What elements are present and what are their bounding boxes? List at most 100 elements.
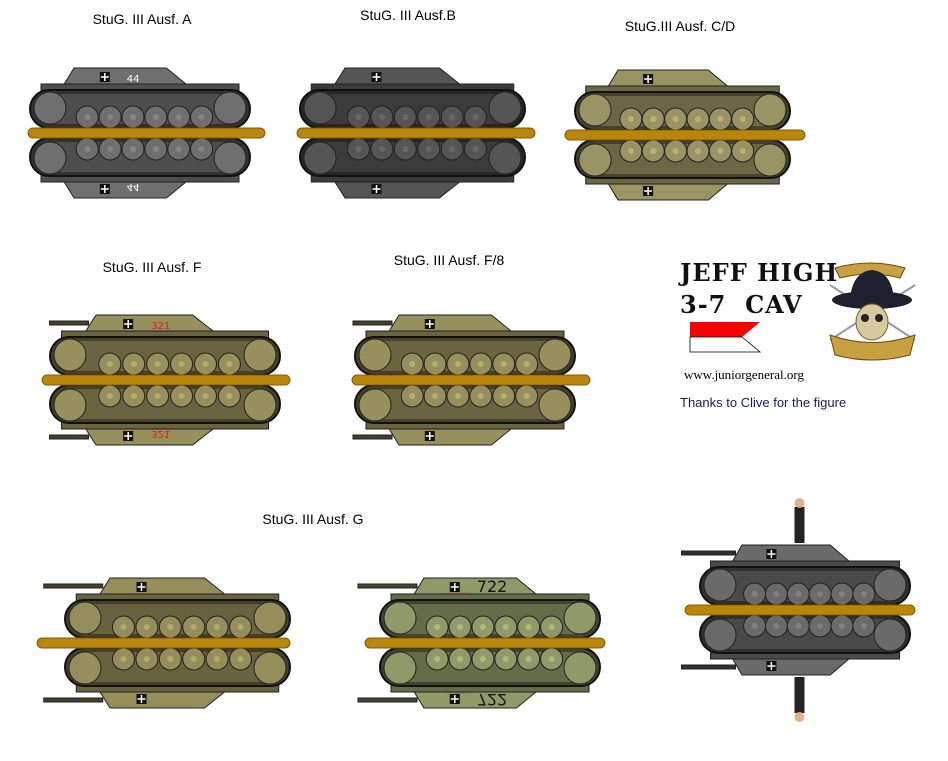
superstructure (730, 656, 853, 676)
idler-wheel (358, 388, 392, 422)
drive-sprocket (488, 141, 522, 175)
drive-sprocket (253, 651, 287, 685)
wheel-hub (454, 393, 461, 399)
gun-barrel (49, 434, 89, 440)
wheel-hub (502, 656, 509, 662)
thanks-text: Thanks to Clive for the figure (680, 395, 847, 410)
idler-wheel (383, 601, 417, 635)
idler-wheel (53, 338, 87, 372)
wheel-hub (479, 656, 486, 662)
wheel-hub (237, 624, 244, 630)
unit-name: 3-7 CAV (680, 290, 803, 319)
model-top-view (681, 498, 911, 606)
idler-wheel (53, 388, 87, 422)
crew-figure-head (794, 712, 805, 722)
wheel-hub (739, 116, 746, 122)
drive-sprocket (243, 338, 277, 372)
wheel-hub (167, 624, 174, 630)
gun-barrel (681, 664, 736, 670)
model-mirrored-view (299, 137, 526, 199)
superstructure (332, 179, 464, 199)
wheel-hub (214, 624, 221, 630)
gun-barrel (357, 583, 418, 589)
wheel-hub (795, 623, 802, 629)
wheel-hub (178, 393, 185, 399)
wheel-hub (237, 656, 244, 662)
wheel-hub (523, 393, 530, 399)
wheel-hub (795, 591, 802, 597)
superstructure (62, 179, 190, 199)
wheel-hub (84, 114, 91, 120)
wheel-hub (202, 361, 209, 367)
gun-barrel (49, 320, 89, 326)
wheel-hub (409, 393, 416, 399)
superstructure (83, 314, 218, 334)
crew-figure (794, 677, 805, 713)
vehicle-number: 44 (127, 181, 140, 192)
wheel-hub (717, 148, 724, 154)
superstructure (387, 314, 515, 334)
superstructure (62, 67, 190, 87)
vehicle-number: 44 (127, 74, 140, 85)
wheel-hub (694, 148, 701, 154)
fold-rod (564, 129, 806, 141)
model-label-g: StuG. III Ausf. G (262, 511, 364, 527)
wheel-hub (143, 656, 150, 662)
wheel-hub (434, 624, 441, 630)
superstructure (332, 67, 464, 87)
wheel-hub (472, 146, 479, 152)
wheel-hub (672, 116, 679, 122)
wheel-hub (378, 114, 385, 120)
drive-sprocket (488, 91, 522, 125)
wheel-hub (129, 114, 136, 120)
wheel-hub (472, 114, 479, 120)
wheel-hub (454, 361, 461, 367)
wheel-hub (817, 623, 824, 629)
wheel-hub (167, 656, 174, 662)
wheel-hub (717, 116, 724, 122)
wheel-hub (226, 393, 233, 399)
model-mirrored-view: 44 (29, 137, 251, 199)
gun-barrel (43, 583, 104, 589)
wheel-hub (694, 116, 701, 122)
wheel-hub (190, 624, 197, 630)
wheel-hub (525, 624, 532, 630)
cavalry-logo (829, 262, 916, 361)
fold-rod (351, 374, 591, 386)
fold-rod (364, 637, 606, 649)
idler-wheel (703, 568, 737, 602)
drive-sprocket (753, 143, 787, 177)
model-top-view: 321 (49, 314, 281, 376)
wheel-hub (120, 624, 127, 630)
superstructure (97, 577, 229, 597)
skull-icon (855, 303, 889, 341)
fold-rod (36, 637, 291, 649)
wheel-hub (106, 393, 113, 399)
wheel-hub (477, 393, 484, 399)
wheel-hub (152, 114, 159, 120)
cross-marking (450, 695, 459, 703)
drive-sprocket (243, 388, 277, 422)
wheel-hub (500, 361, 507, 367)
cross-marking (644, 75, 653, 83)
wheel-hub (650, 148, 657, 154)
model-label-b: StuG. III Ausf.B (360, 7, 456, 23)
gun-barrel (352, 434, 393, 440)
cross-marking (425, 432, 434, 440)
website-link[interactable]: www.juniorgeneral.org (684, 367, 804, 382)
wheel-hub (650, 116, 657, 122)
model-mirrored-view: 722 (357, 647, 601, 709)
skull-eye (875, 314, 883, 322)
fold-rod (684, 604, 916, 616)
wheel-hub (154, 393, 161, 399)
wheel-hub (120, 656, 127, 662)
wheel-hub (432, 361, 439, 367)
idler-wheel (303, 91, 337, 125)
idler-wheel (358, 338, 392, 372)
model-mirrored-view (352, 384, 576, 446)
wheel-hub (214, 656, 221, 662)
cross-marking (100, 73, 109, 81)
model-top-view: 44 (29, 67, 251, 129)
wheel-hub (548, 624, 555, 630)
wheel-hub (525, 656, 532, 662)
